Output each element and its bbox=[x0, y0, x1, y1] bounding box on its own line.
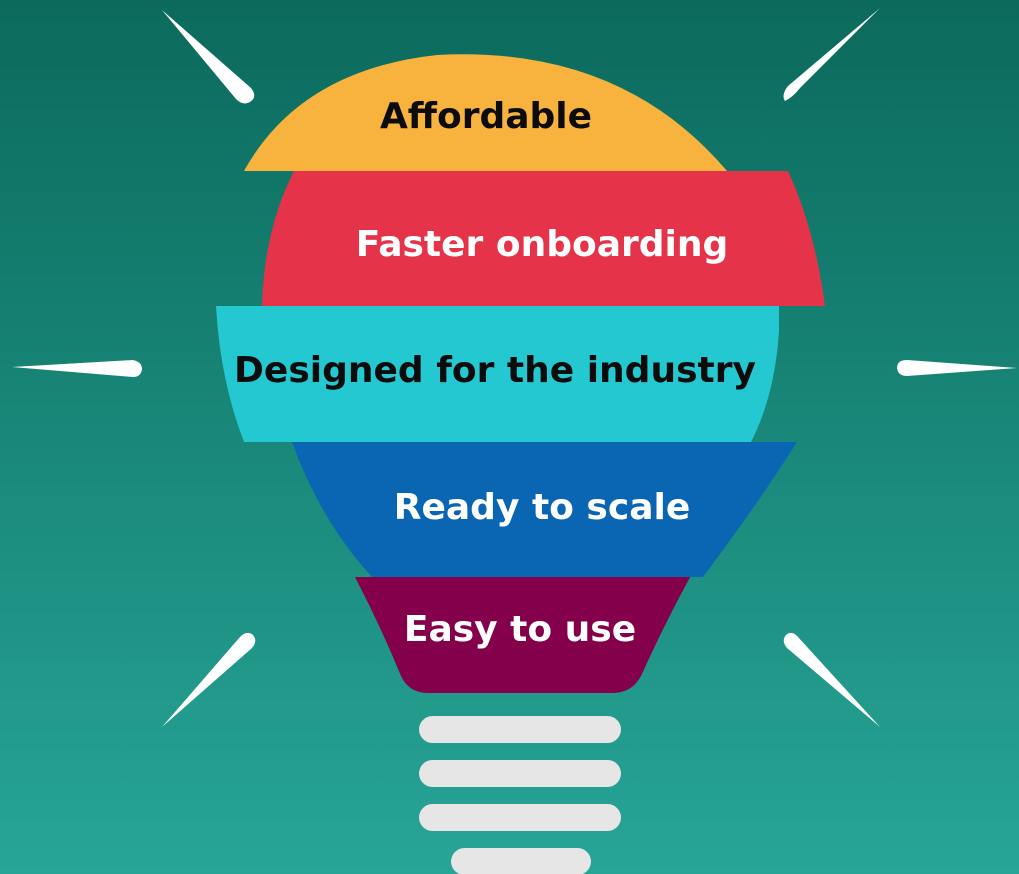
label-ready-to-scale: Ready to scale bbox=[394, 487, 691, 528]
segment-easy-to-use bbox=[355, 577, 690, 693]
base-ring-1 bbox=[419, 716, 621, 743]
ray-bottom-left bbox=[162, 632, 256, 727]
ray-top-left bbox=[162, 10, 255, 104]
label-easy-to-use: Easy to use bbox=[404, 609, 636, 650]
label-faster-onboarding: Faster onboarding bbox=[356, 224, 729, 265]
ray-left bbox=[12, 360, 142, 377]
base-ring-3 bbox=[419, 804, 621, 831]
label-affordable: Affordable bbox=[380, 96, 592, 137]
base-ring-2 bbox=[419, 760, 621, 787]
base-tip bbox=[451, 848, 591, 874]
label-designed-for-industry: Designed for the industry bbox=[234, 350, 756, 391]
segment-faster-onboarding bbox=[262, 171, 825, 306]
bulb-base bbox=[419, 716, 621, 874]
bulb bbox=[216, 54, 825, 693]
segment-ready-to-scale bbox=[292, 442, 797, 577]
ray-right bbox=[897, 360, 1017, 376]
segment-affordable bbox=[244, 54, 727, 171]
ray-top-right bbox=[783, 8, 880, 101]
ray-bottom-right bbox=[783, 632, 880, 727]
segment-designed-for-industry bbox=[216, 306, 779, 442]
light-rays bbox=[12, 8, 1017, 727]
segment-labels: Affordable Faster onboarding Designed fo… bbox=[234, 96, 756, 650]
